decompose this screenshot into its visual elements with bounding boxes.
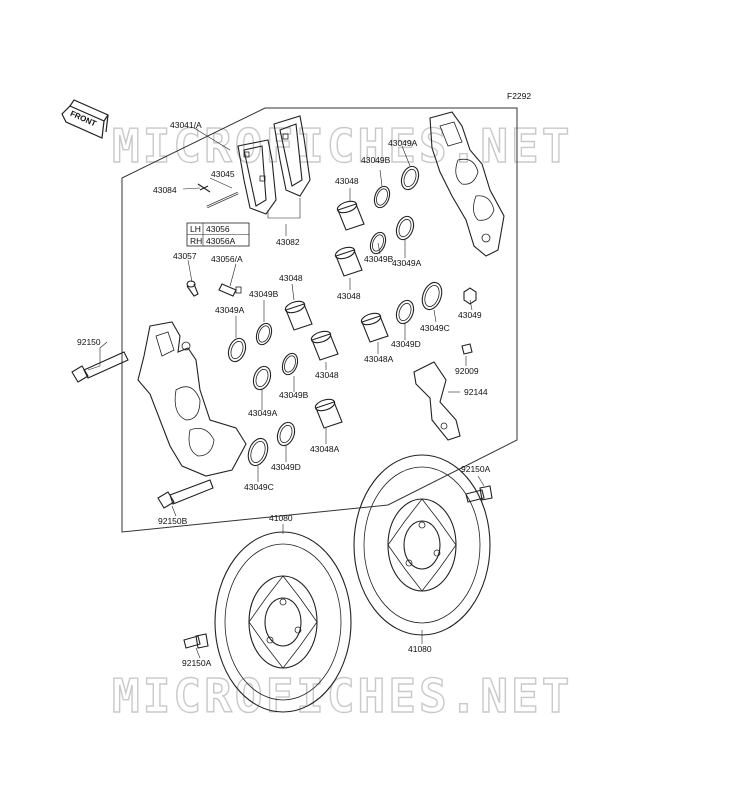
bleeder-valve-icon (218, 283, 242, 297)
caliper-body-left-icon (137, 321, 247, 477)
disc-bolt-left-icon (183, 633, 209, 649)
label-43048A-right: 43048A (364, 354, 394, 364)
label-43049: 43049 (458, 310, 482, 320)
label-41080-left: 41080 (269, 513, 293, 523)
bleeder-cap-icon (186, 280, 199, 297)
label-43049B-mid: 43049B (364, 254, 394, 264)
label-41080-right: 41080 (408, 644, 432, 654)
label-43049C-left: 43049C (244, 482, 274, 492)
caliper-bolt-92150B-icon (157, 479, 214, 509)
label-92009: 92009 (455, 366, 479, 376)
nut-icon (463, 287, 477, 305)
disc-bolt-right-icon (465, 485, 493, 503)
label-43048-left2: 43048 (315, 370, 339, 380)
piston-seal-icons (227, 165, 443, 467)
label-43056A: 43056/A (211, 254, 243, 264)
caliper-assembly-outline (121, 107, 518, 533)
lh-label: LH (190, 224, 201, 234)
piston-icons (284, 200, 389, 429)
label-43049B-left2: 43049B (279, 390, 309, 400)
label-92150B: 92150B (158, 516, 188, 526)
brake-disc-right-icon (353, 454, 491, 636)
small-bolt-icon (461, 343, 473, 355)
lh-part-number: 43056 (206, 224, 230, 234)
caliper-bolt-92150-icon (71, 351, 129, 383)
label-43049B-left: 43049B (249, 289, 279, 299)
label-92150A-right: 92150A (461, 464, 491, 474)
rh-label: RH (190, 236, 202, 246)
label-43048-mid: 43048 (337, 291, 361, 301)
piston-43048-top-right (336, 200, 365, 231)
label-43048-top: 43048 (335, 176, 359, 186)
label-43049A-top: 43049A (388, 138, 418, 148)
label-43084: 43084 (153, 185, 177, 195)
brake-pad-icon (237, 115, 311, 215)
caliper-body-right-icon (429, 111, 505, 257)
piston-43048-left-mid (310, 330, 339, 361)
lh-rh-part-box: LH 43056 RH 43056A (186, 222, 250, 247)
watermark-bottom: MICROFICHES.NET (112, 669, 572, 723)
figure-code: F2292 (507, 91, 531, 101)
piston-43048-mid-right (334, 246, 363, 277)
label-43049A-mid: 43049A (392, 258, 422, 268)
label-43041A: 43041/A (170, 120, 202, 130)
label-92150: 92150 (77, 337, 101, 347)
front-arrow-icon: FRONT (61, 99, 109, 139)
pad-pin-icon (206, 191, 239, 209)
label-43048A-left: 43048A (310, 444, 340, 454)
label-43045: 43045 (211, 169, 235, 179)
label-43049A-left: 43049A (215, 305, 245, 315)
piston-43048-left-top (284, 300, 313, 331)
brake-disc-left-icon (214, 531, 352, 713)
label-92150A-left: 92150A (182, 658, 212, 668)
leader-lines (87, 127, 485, 659)
label-43049D-right: 43049D (391, 339, 421, 349)
pin-clip-icon (197, 183, 211, 193)
part-labels: 43041/A 43045 43084 43082 43057 43056/A … (77, 120, 491, 668)
label-43057: 43057 (173, 251, 197, 261)
label-92144: 92144 (464, 387, 488, 397)
label-43049D-left: 43049D (271, 462, 301, 472)
label-43049A-left2: 43049A (248, 408, 278, 418)
piston-43048A-left (314, 398, 343, 429)
label-43049B-top: 43049B (361, 155, 391, 165)
piston-43048A-right (360, 312, 389, 343)
label-43082: 43082 (276, 237, 300, 247)
rh-part-number: 43056A (206, 236, 236, 246)
label-43048-left: 43048 (279, 273, 303, 283)
bracket-icon (413, 361, 461, 441)
label-43049C-right: 43049C (420, 323, 450, 333)
